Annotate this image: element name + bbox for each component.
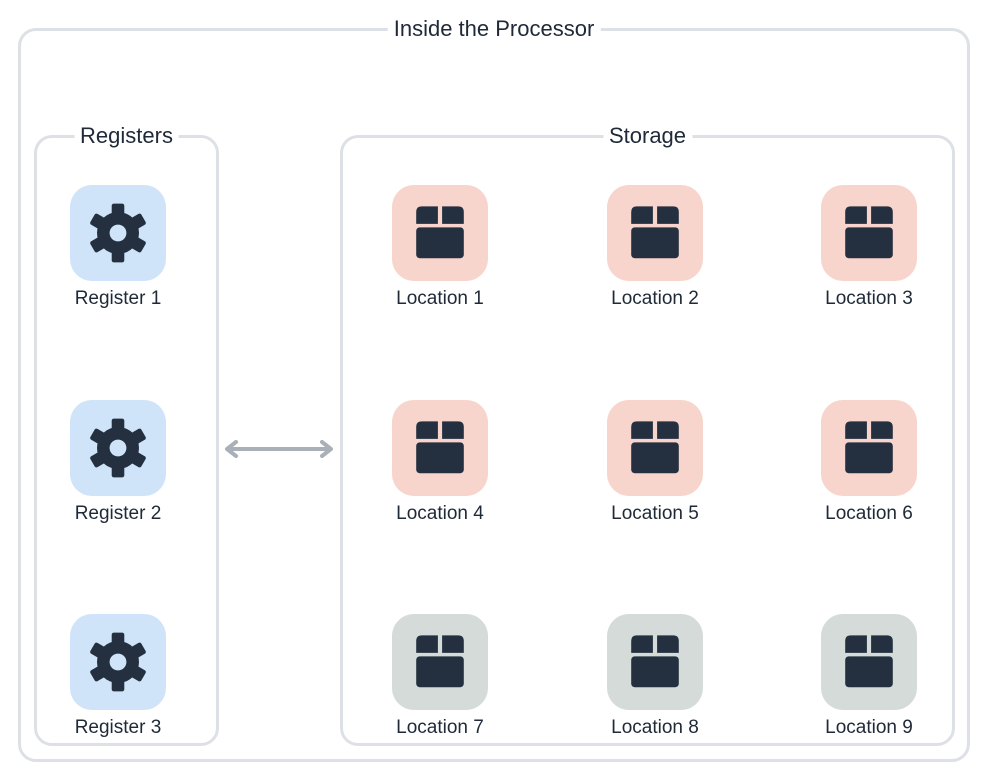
box-icon (416, 206, 464, 259)
location-node: Location 6 (804, 400, 934, 550)
location-tile (821, 400, 917, 496)
bidirectional-arrow (225, 440, 333, 458)
register-node: Register 3 (53, 614, 183, 764)
location-label: Location 5 (611, 503, 699, 524)
location-node: Location 9 (804, 614, 934, 764)
processor-container: Inside the Processor (18, 16, 970, 762)
register-label: Register 2 (74, 503, 162, 524)
location-label: Location 9 (825, 717, 913, 738)
gear-icon (90, 418, 146, 478)
location-node: Location 7 (375, 614, 505, 764)
location-tile (392, 400, 488, 496)
processor-title: Inside the Processor (387, 16, 601, 42)
location-label: Location 1 (396, 288, 484, 309)
location-tile (392, 614, 488, 710)
gear-icon (90, 203, 146, 263)
location-tile (392, 185, 488, 281)
storage-title: Storage (602, 123, 693, 149)
register-node: Register 1 (53, 185, 183, 335)
registers-title: Registers (74, 123, 179, 149)
register-label: Register 1 (74, 288, 162, 309)
location-label: Location 2 (611, 288, 699, 309)
location-node: Location 8 (590, 614, 720, 764)
location-tile (821, 614, 917, 710)
location-node: Location 4 (375, 400, 505, 550)
location-label: Location 8 (611, 717, 699, 738)
register-tile (70, 185, 166, 281)
box-icon (416, 635, 464, 688)
location-node: Location 5 (590, 400, 720, 550)
registers-group: Registers (34, 123, 219, 746)
location-tile (607, 400, 703, 496)
register-node: Register 2 (53, 400, 183, 550)
register-tile (70, 614, 166, 710)
box-icon (845, 421, 893, 474)
register-label: Register 3 (74, 717, 162, 738)
box-icon (631, 206, 679, 259)
box-icon (845, 635, 893, 688)
box-icon (631, 421, 679, 474)
location-tile (821, 185, 917, 281)
box-icon (845, 206, 893, 259)
location-label: Location 4 (396, 503, 484, 524)
location-node: Location 1 (375, 185, 505, 335)
location-tile (607, 185, 703, 281)
gear-icon (90, 632, 146, 692)
location-label: Location 6 (825, 503, 913, 524)
location-node: Location 3 (804, 185, 934, 335)
box-icon (631, 635, 679, 688)
location-label: Location 7 (396, 717, 484, 738)
location-tile (607, 614, 703, 710)
box-icon (416, 421, 464, 474)
location-label: Location 3 (825, 288, 913, 309)
location-node: Location 2 (590, 185, 720, 335)
register-tile (70, 400, 166, 496)
storage-group: Storage (340, 123, 955, 746)
